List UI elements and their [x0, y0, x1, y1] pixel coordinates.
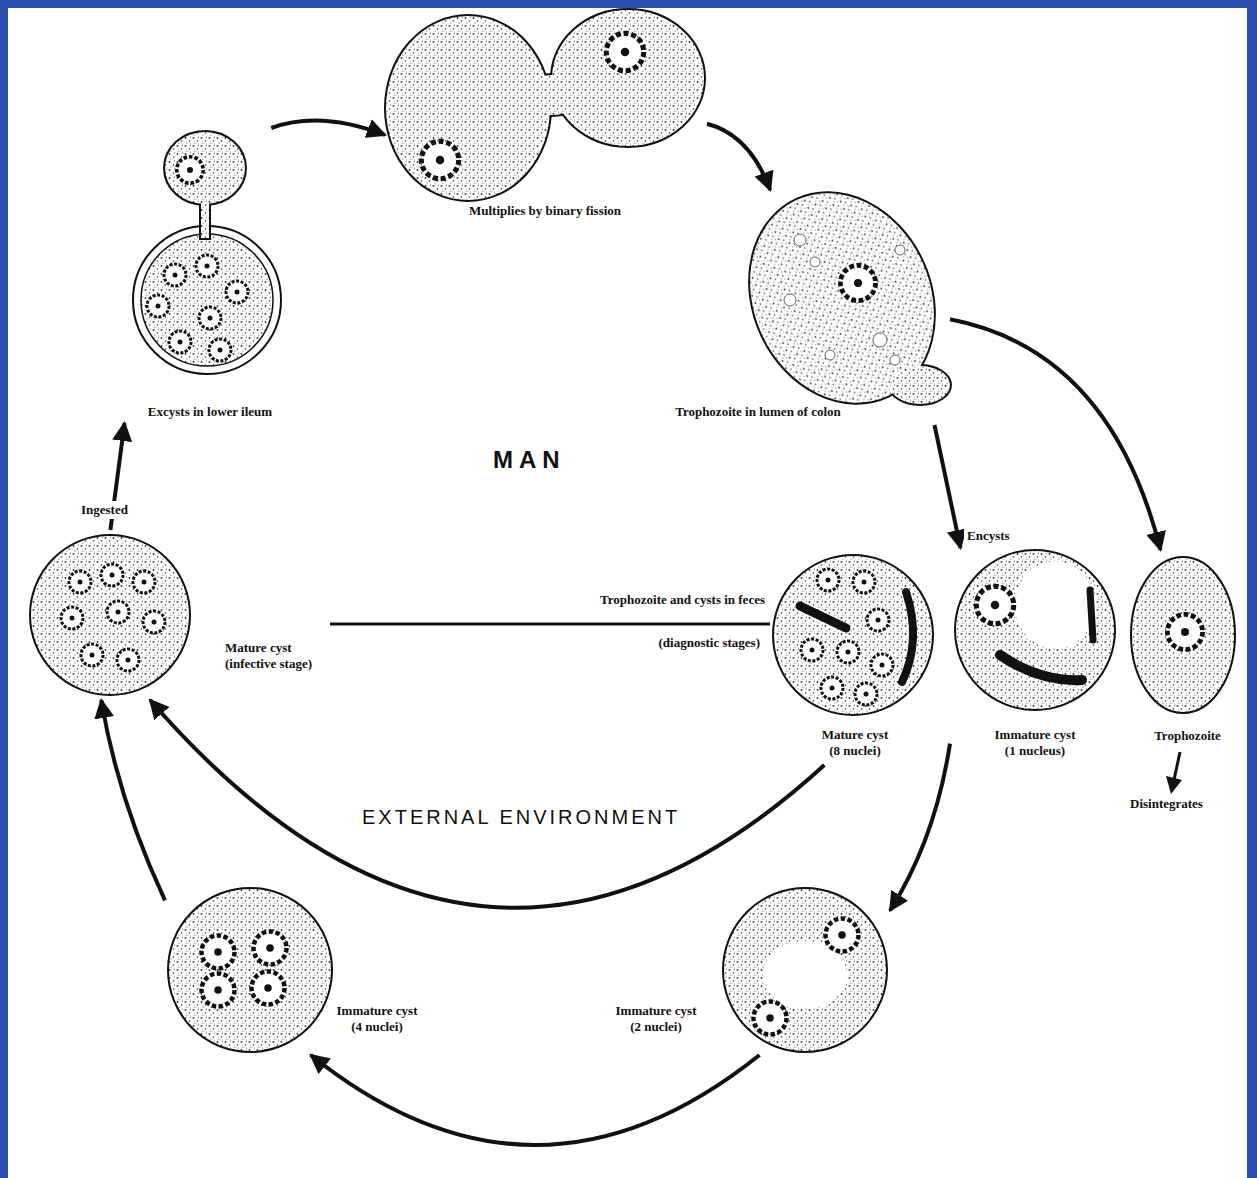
stage-node: Excysts in lower ileum [80, 128, 342, 423]
stage-caption: Trophozoite [1125, 728, 1250, 744]
immature-cyst-figure [723, 888, 887, 1052]
label-holder: Encysts [964, 526, 1013, 545]
divider-line [330, 623, 770, 626]
label-holder: Trophozoite and cysts in feces [480, 592, 765, 608]
stage-node: Multiplies by binary fission [385, 0, 707, 225]
stage-note: (diagnostic stages) [480, 635, 760, 651]
cycle-arrow [707, 124, 770, 190]
dividing-trophozoite [386, 10, 704, 200]
stage-caption: Mature cyst (8 nuclei) [816, 727, 894, 759]
region-label: MAN [493, 446, 613, 474]
mature-cyst-figure [773, 555, 933, 715]
trophozoite-figure [1131, 557, 1235, 794]
stage-node: Mature cyst (8 nuclei) [770, 553, 940, 765]
cycle-arrow [150, 700, 824, 908]
stage-node: Trophozoite [1125, 550, 1252, 750]
cycle-arrow [935, 425, 961, 548]
cycle-arrow [271, 120, 385, 135]
stage-note: Trophozoite and cysts in feces [480, 592, 765, 608]
fate-label: Disintegrates [1130, 796, 1240, 812]
stage-caption: Trophozoite in lumen of colon [650, 404, 866, 420]
stage-node: Immature cyst (1 nucleus) [950, 548, 1125, 763]
mature-cyst-figure [30, 535, 190, 695]
cycle-arrow [101, 700, 165, 900]
stage-node: Immature cyst (4 nuclei) [165, 885, 440, 1055]
stage-node: Immature cyst (2 nuclei) [600, 885, 890, 1055]
region-label: EXTERNAL ENVIRONMENT [362, 803, 722, 831]
stage-node: Mature cyst (infective stage) [25, 530, 330, 700]
excysting-cyst [133, 132, 281, 374]
stage-caption: Immature cyst (1 nucleus) [991, 727, 1079, 759]
immature-cyst-figure [955, 550, 1115, 710]
trophozoite-figure [717, 163, 968, 433]
label-holder: Disintegrates [1130, 796, 1240, 812]
immature-cyst-figure [168, 888, 332, 1052]
stage-caption: Immature cyst (4 nuclei) [333, 1003, 421, 1035]
arrow-label: Encysts [964, 527, 1013, 545]
cycle-arrow [950, 319, 1161, 550]
label-holder: EXTERNAL ENVIRONMENT [362, 803, 722, 831]
stage-node: Trophozoite in lumen of colon [640, 190, 950, 425]
stage-caption: Multiplies by binary fission [385, 203, 705, 219]
arrow-label: Ingested [78, 501, 131, 519]
label-holder: (diagnostic stages) [480, 635, 760, 651]
label-holder: MAN [493, 446, 613, 474]
stage-caption: Immature cyst (2 nuclei) [612, 1003, 700, 1035]
cycle-arrow [311, 1055, 760, 1145]
cycle-arrow [890, 744, 950, 911]
stage-caption: Excysts in lower ileum [80, 404, 340, 420]
label-holder: Ingested [78, 500, 131, 519]
stage-caption: Mature cyst (infective stage) [225, 640, 325, 672]
